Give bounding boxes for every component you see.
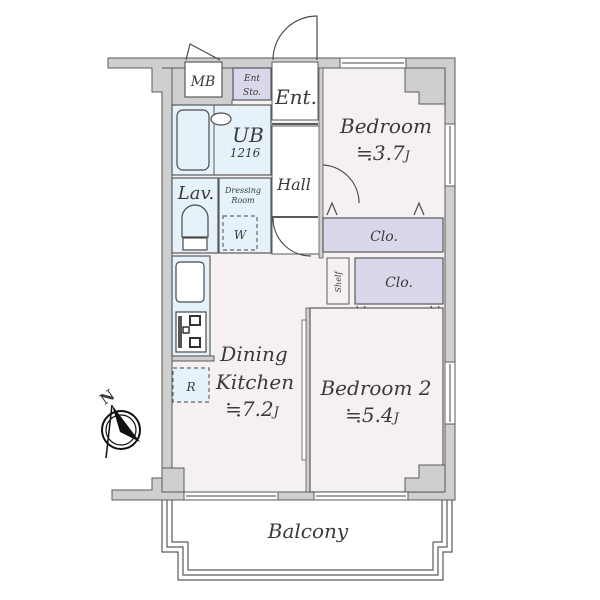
bedroom1-door-arc-icon	[320, 164, 360, 204]
bathtub-icon	[176, 109, 210, 171]
ub-label: UB	[232, 123, 264, 147]
wall-dk-bedroom2	[305, 307, 311, 493]
balcony-label: Balcony	[267, 519, 349, 543]
dk-area: ≒7.2J	[225, 397, 280, 421]
shelf-label: Shelf	[334, 270, 343, 293]
balcony-railing	[161, 500, 453, 581]
toilet-icon	[181, 204, 209, 238]
windows-left-bedroom2	[301, 319, 307, 461]
windows-right	[444, 123, 456, 425]
washer-label: W	[234, 228, 248, 242]
room-dining-kitchen: Dining Kitchen ≒7.2J	[215, 342, 294, 421]
refrigerator-label: R	[185, 380, 195, 394]
mb-label: MB	[190, 74, 216, 90]
north-arrow-icon: N	[97, 386, 141, 459]
bedroom2-area: ≒5.4J	[345, 403, 400, 427]
bedroom1-label: Bedroom	[339, 114, 432, 138]
ent-storage-label-1: Ent	[243, 74, 260, 84]
mb-door-icon	[185, 43, 221, 61]
dk-label-2: Kitchen	[215, 370, 294, 394]
bedroom2-label: Bedroom 2	[319, 376, 431, 400]
dk-label-1: Dining	[219, 342, 287, 366]
bedroom1-area: ≒3.7J	[356, 141, 411, 165]
ent-storage-label-2: Sto.	[243, 88, 261, 98]
lav-label: Lav.	[177, 183, 214, 204]
sink-icon	[210, 112, 232, 126]
door-marker-icon	[413, 201, 425, 216]
kitchen-counter	[171, 255, 215, 362]
room-ent-storage: Ent Sto.	[232, 67, 272, 101]
shelf: Shelf	[326, 257, 350, 305]
room-bedroom1: Bedroom ≒3.7J	[326, 114, 432, 216]
door-marker-icon	[326, 201, 338, 216]
wall-notch-bedroom1	[404, 67, 446, 105]
wall-notch-dk	[161, 467, 185, 493]
dressing-label-1: Dressing	[224, 186, 261, 195]
closet-2: Clo.	[354, 257, 444, 320]
room-entrance: Ent.	[271, 15, 319, 125]
room-mb: MB	[184, 43, 223, 98]
compass-label: N	[97, 386, 119, 409]
room-unit-bath: UB 1216	[171, 104, 272, 176]
entrance-label: Ent.	[274, 85, 317, 109]
room-dressing: Dressing Room W	[218, 177, 272, 254]
entrance-door-icon	[272, 15, 318, 61]
balcony-doors	[183, 491, 409, 501]
closet2-label: Clo.	[385, 275, 413, 291]
closet-1: Clo.	[322, 217, 444, 253]
wall-hall-bedroom1	[318, 67, 324, 259]
closet1-label: Clo.	[370, 229, 398, 245]
balcony-area	[188, 500, 433, 542]
hall-door-arc-icon	[272, 217, 312, 257]
room-bedroom2: Bedroom 2 ≒5.4J	[309, 307, 446, 493]
ub-size: 1216	[230, 146, 261, 160]
window-top-bedroom1	[339, 57, 407, 69]
washer-space	[222, 215, 258, 251]
kitchen-sink-icon	[175, 261, 205, 303]
dressing-label-2: Room	[230, 196, 255, 205]
refrigerator-space	[172, 367, 210, 403]
room-lavatory: Lav.	[171, 177, 219, 254]
hall-label: Hall	[276, 175, 311, 194]
